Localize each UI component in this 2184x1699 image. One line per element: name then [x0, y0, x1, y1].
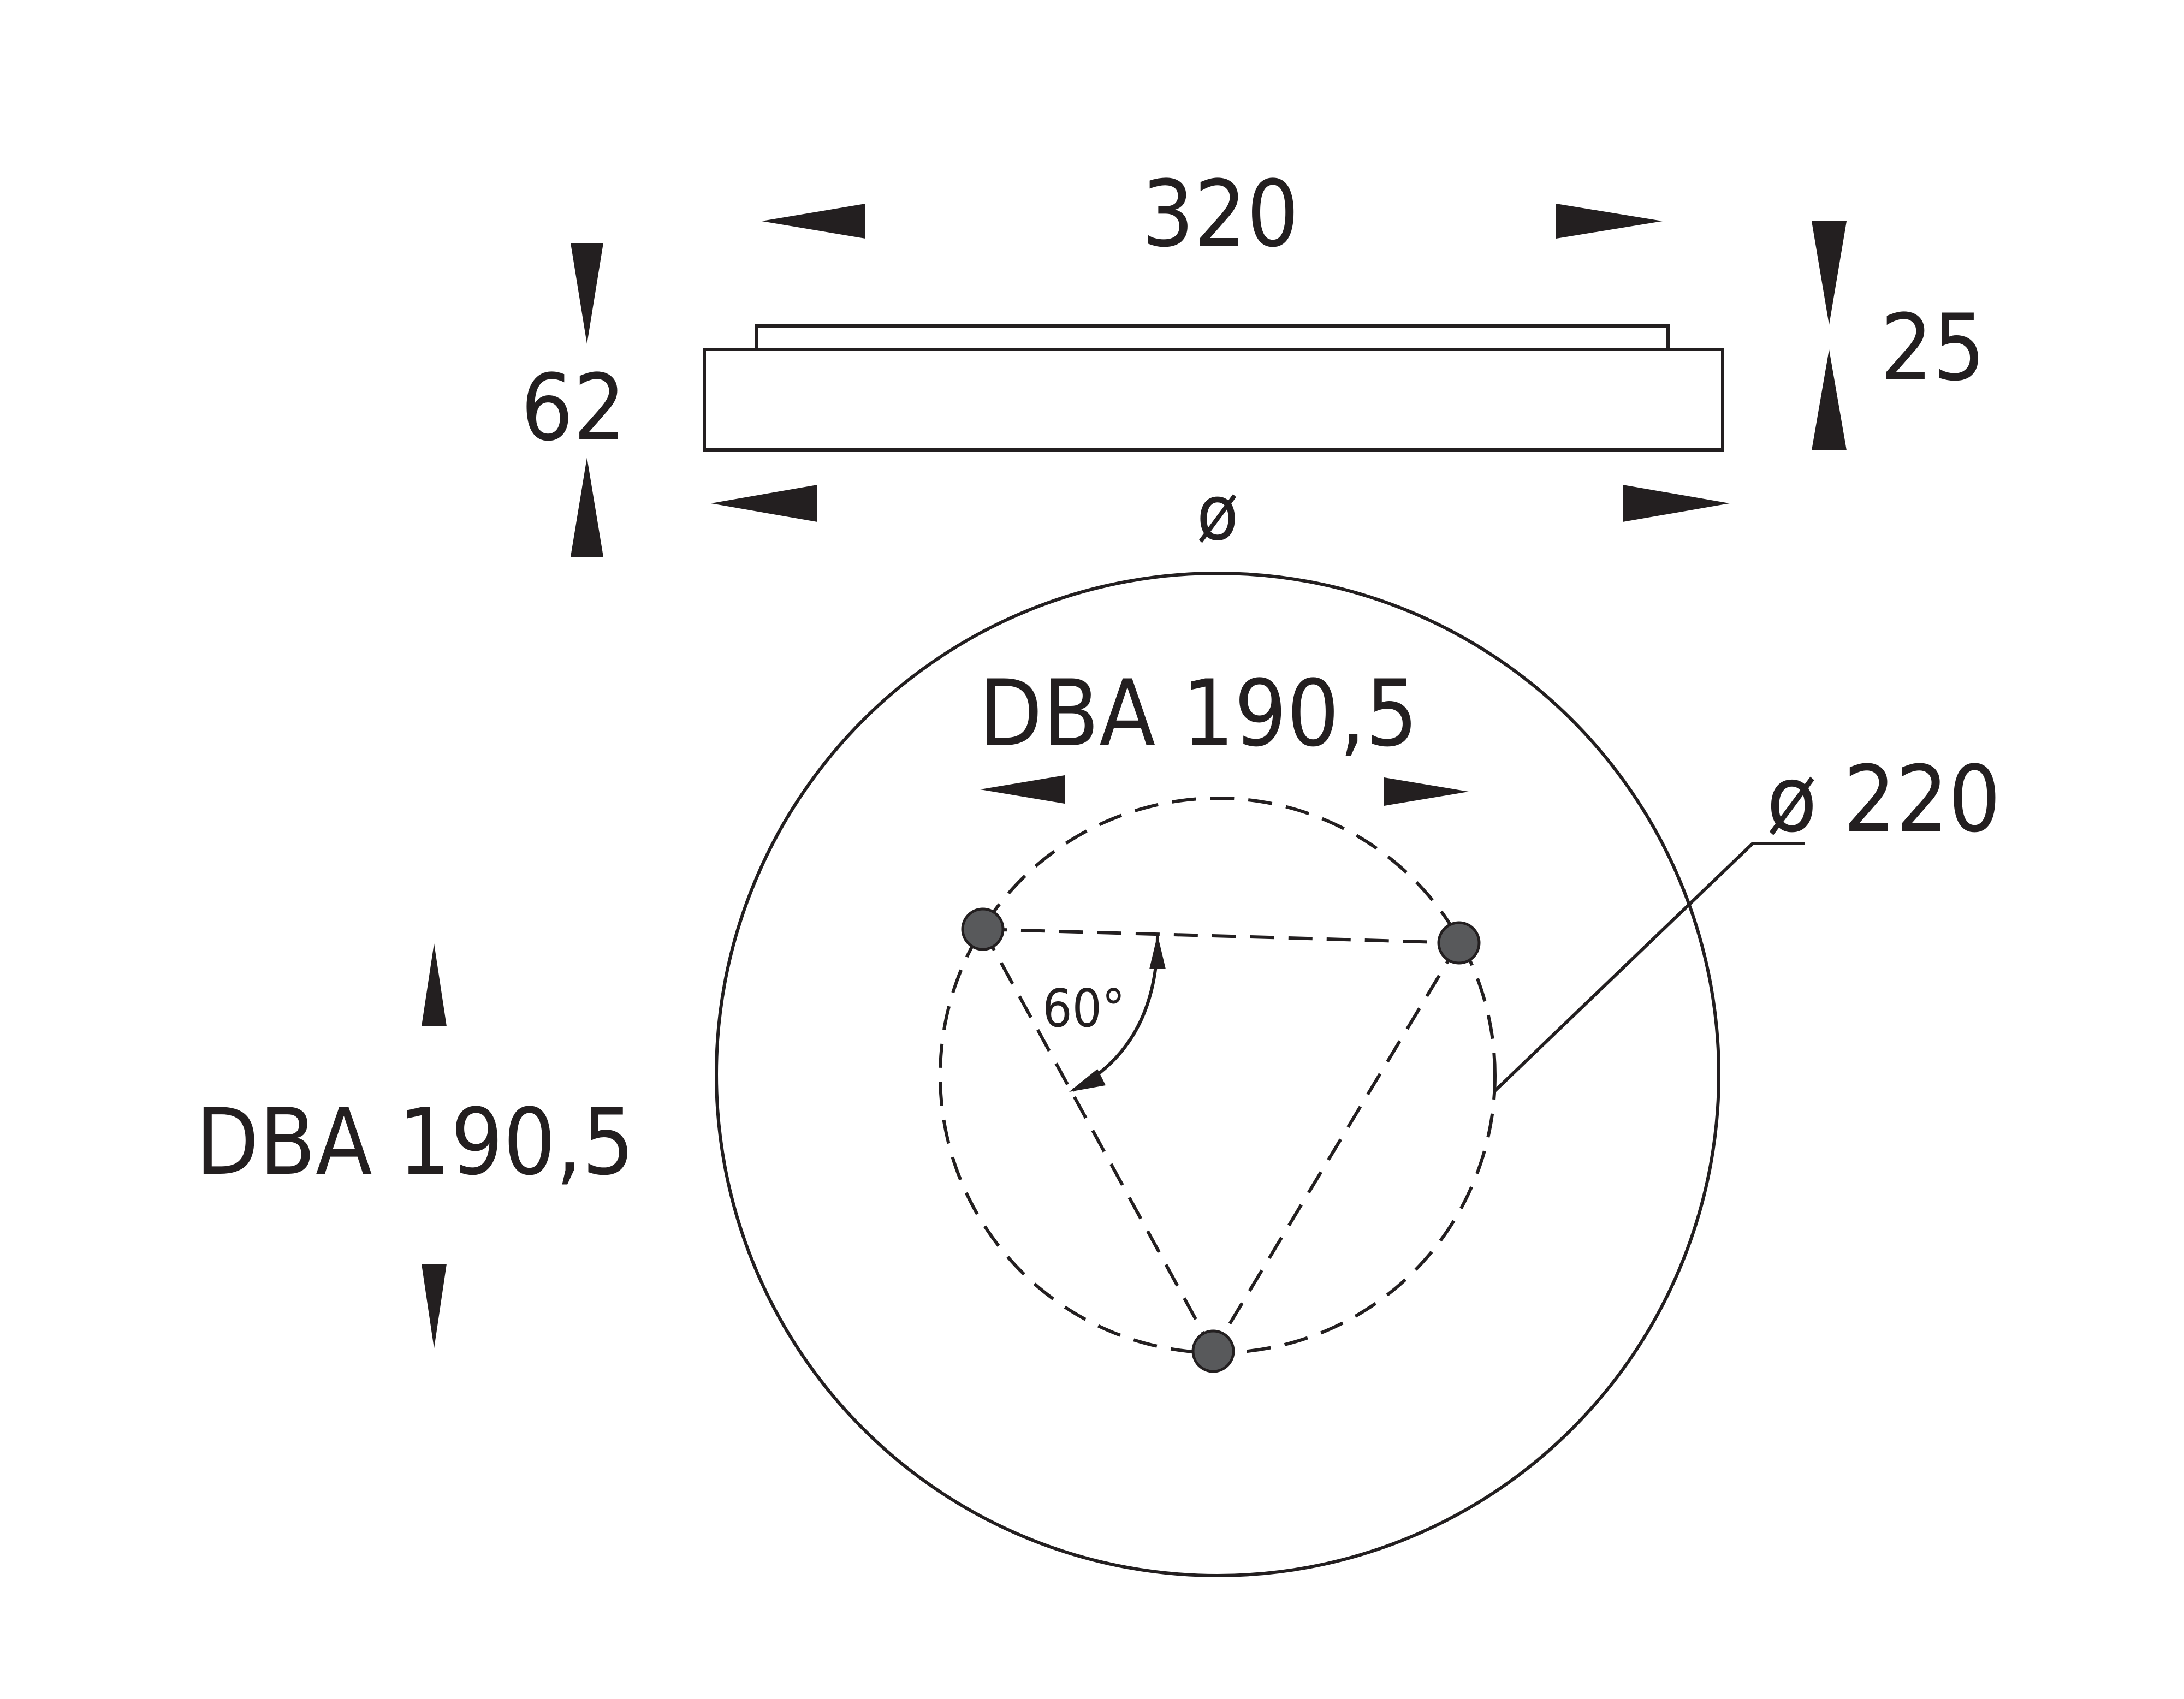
arrowhead-icon [1149, 935, 1166, 969]
angle-label: 60° [1042, 979, 1125, 1039]
width-label: 320 [1142, 161, 1299, 268]
outer-diameter-label: ø 220 [1767, 746, 2001, 853]
arrowhead-icon [1556, 204, 1663, 239]
mount-horizontal-label: DBA 190,5 [979, 660, 1418, 767]
mount-horizontal-dimension: DBA 190,5 [979, 660, 1469, 806]
mount-hole-icon [1191, 1329, 1235, 1373]
arrowhead-icon [1812, 349, 1847, 450]
diameter-dimension: ø [711, 469, 1730, 558]
arrowhead-icon [422, 943, 447, 1026]
arrowhead-icon [1812, 221, 1847, 325]
arrowhead-icon [571, 458, 603, 557]
height-body-dimension: 25 [1812, 221, 1985, 450]
arrowhead-icon [762, 204, 865, 239]
arrowhead-icon [422, 1264, 447, 1348]
arrowhead-icon [1623, 485, 1730, 522]
outer-diameter-leader: ø 220 [1493, 746, 2001, 1092]
top-view: 60° DBA 190,5 DBA 190,5 ø 220 [195, 572, 2001, 1577]
arrowhead-icon [711, 485, 817, 522]
mount-vertical-label: DBA 190,5 [195, 1089, 634, 1196]
arrowhead-icon [980, 775, 1065, 804]
height-total-dimension: 62 [521, 243, 626, 557]
lamp-top-plate [755, 324, 1670, 351]
mount-holes [961, 907, 1481, 1373]
side-view: 320 ø 62 25 [521, 161, 1985, 558]
arrowhead-icon [1384, 777, 1469, 806]
outer-circle [715, 572, 1720, 1577]
diameter-symbol-label: ø [1196, 469, 1238, 558]
arrowhead-icon [571, 243, 603, 344]
mount-vertical-dimension: DBA 190,5 [195, 943, 634, 1348]
height-body-label: 25 [1880, 294, 1985, 401]
mounting-circle [939, 797, 1497, 1355]
mount-hole-icon [1437, 921, 1481, 965]
width-dimension: 320 [762, 161, 1663, 268]
arrowhead-icon [1069, 1069, 1106, 1092]
height-total-label: 62 [521, 354, 626, 461]
angle-marker: 60° [1042, 935, 1166, 1092]
lamp-body [703, 348, 1724, 452]
mount-hole-icon [961, 907, 1005, 951]
mounting-triangle [981, 928, 1461, 1352]
